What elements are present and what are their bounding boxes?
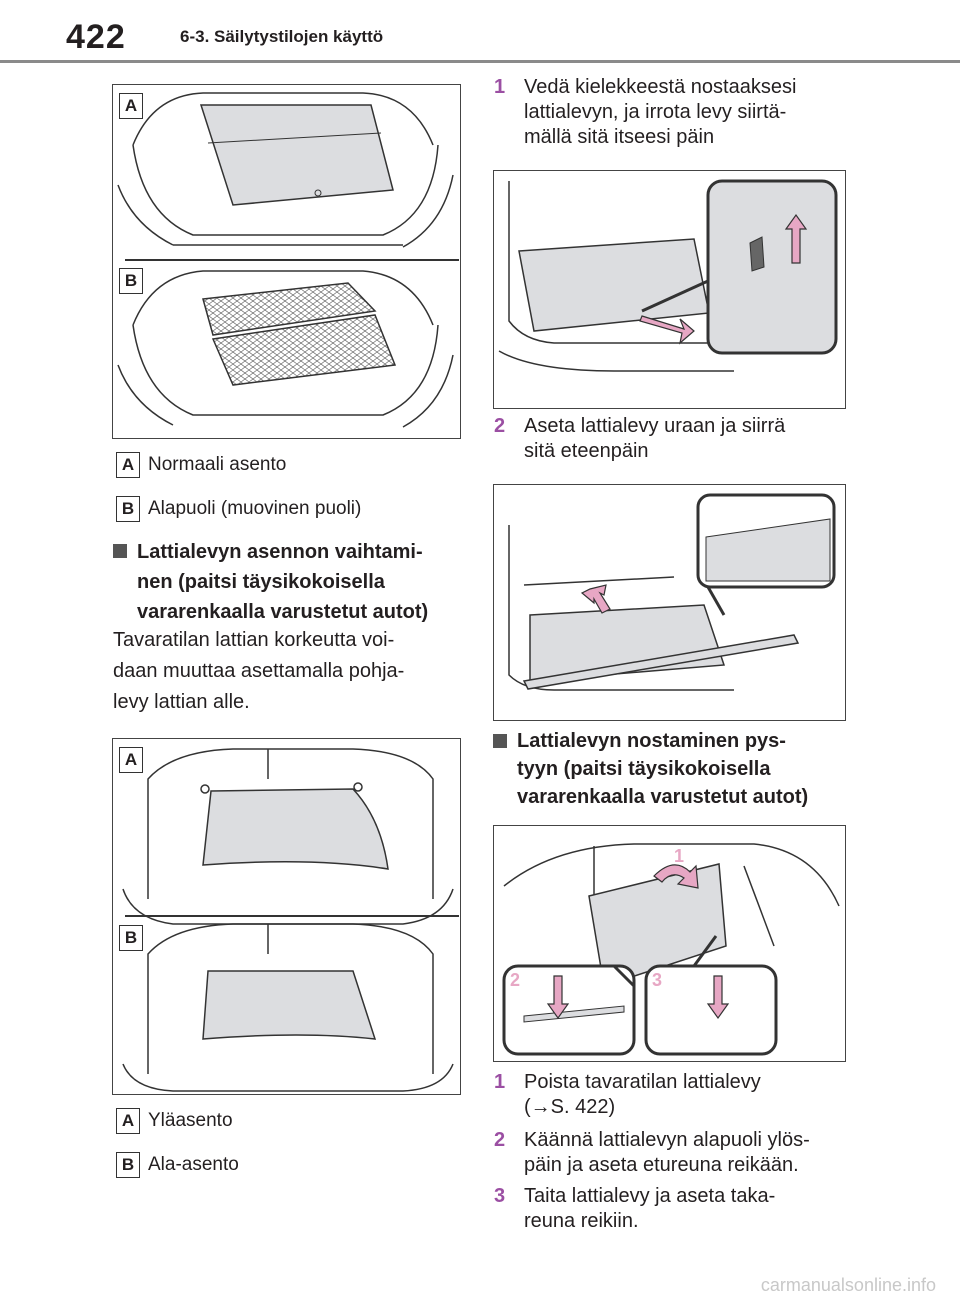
trunk-illustration-heights [122,748,459,1092]
figure-floor-board-heights: A B [112,738,461,1095]
page-number: 422 [66,18,126,56]
step-number: 2 [494,415,506,437]
heading-line: vararenkaalla varustetut autot) [137,601,429,623]
heading-line: nen (paitsi täysikokoisella [137,571,385,593]
footer-watermark: carmanualsonline.info [760,1275,936,1295]
step-line: sitä eteenpäin [524,440,649,462]
step-line: Käännä lattialevyn alapuoli ylös- [524,1129,810,1151]
callout-2: 2 [510,970,521,990]
callout-1: 1 [674,846,685,866]
section-heading-change-height: Lattialevyn asennon vaihtami- nen (paits… [113,537,463,627]
raise-board-illustration [502,843,840,1056]
heading-line: Lattialevyn nostaminen pys- [517,730,786,752]
body-line: Tavaratilan lattian korkeutta voi- [113,629,395,651]
slide-board-illustration [508,493,836,691]
figure-raise-board: 1 2 3 [493,825,846,1062]
step-raise-1: 1 Poista tavaratilan lattialevy (→S. 422… [494,1070,854,1120]
step-remove-1: 1 Vedä kielekkeestä nostaaksesi lattiale… [494,75,854,150]
section-heading-raise-upright: Lattialevyn nostaminen pys- tyyn (paitsi… [493,727,853,811]
lift-tab-illustration [498,179,838,372]
caption-letter: B [116,496,140,522]
step-number: 1 [494,76,506,98]
step-line: (→S. 422) [524,1096,616,1118]
step-number: 2 [494,1129,506,1151]
header-divider [0,60,960,63]
figure-label-b: B [119,268,143,294]
step-raise-2: 2 Käännä lattialevyn alapuoli ylös- päin… [494,1128,854,1178]
heading-line: tyyn (paitsi täysikokoisella [517,758,771,780]
figure-floor-board-sides: A B [112,84,461,439]
caption-text: Ala-asento [148,1154,239,1175]
step-raise-3: 3 Taita lattialevy ja aseta taka- reuna … [494,1184,854,1234]
caption-letter: A [116,452,140,478]
figure-slide-board [493,484,846,721]
figure-label-a: A [119,747,143,773]
figure-label-a: A [119,93,143,119]
caption-text: Yläasento [148,1110,233,1131]
page-header: 422 6-3. Säilytystilojen käyttö [0,0,960,63]
step-line: reuna reikiin. [524,1210,639,1232]
caption-text: Normaali asento [148,454,287,475]
callout-3: 3 [652,970,663,990]
step-number: 1 [494,1071,506,1093]
caption-upper-position: A Yläasento [116,1108,233,1134]
heading-bullet-icon [113,544,127,558]
step-line: lattialevyn, ja irrota levy siirtä- [524,101,787,123]
body-paragraph: Tavaratilan lattian korkeutta voi- daan … [113,625,463,718]
figure-label-b: B [119,925,143,951]
caption-lower-position: B Ala-asento [116,1152,239,1178]
caption-underside: B Alapuoli (muovinen puoli) [116,496,361,522]
trunk-illustration-sides [117,92,459,428]
step-line: Taita lattialevy ja aseta taka- [524,1185,776,1207]
caption-letter: A [116,1108,140,1134]
step-line: Aseta lattialevy uraan ja siirrä [524,415,786,437]
heading-bullet-icon [493,734,507,748]
caption-normal-position: A Normaali asento [116,452,286,478]
body-line: daan muuttaa asettamalla pohja- [113,660,405,682]
section-title: 6-3. Säilytystilojen käyttö [180,27,384,46]
step-line: päin ja aseta etureuna reikään. [524,1154,799,1176]
figure-lift-tab [493,170,846,409]
caption-text: Alapuoli (muovinen puoli) [148,498,362,519]
step-line: Poista tavaratilan lattialevy [524,1071,761,1093]
caption-letter: B [116,1152,140,1178]
body-line: levy lattian alle. [113,691,250,713]
heading-line: Lattialevyn asennon vaihtami- [137,541,423,563]
heading-line: vararenkaalla varustetut autot) [517,786,809,808]
step-line: mällä sitä itseesi päin [524,126,715,148]
step-number: 3 [494,1185,506,1207]
step-line: Vedä kielekkeestä nostaaksesi [524,76,797,98]
step-remove-2: 2 Aseta lattialevy uraan ja siirrä sitä … [494,414,854,464]
